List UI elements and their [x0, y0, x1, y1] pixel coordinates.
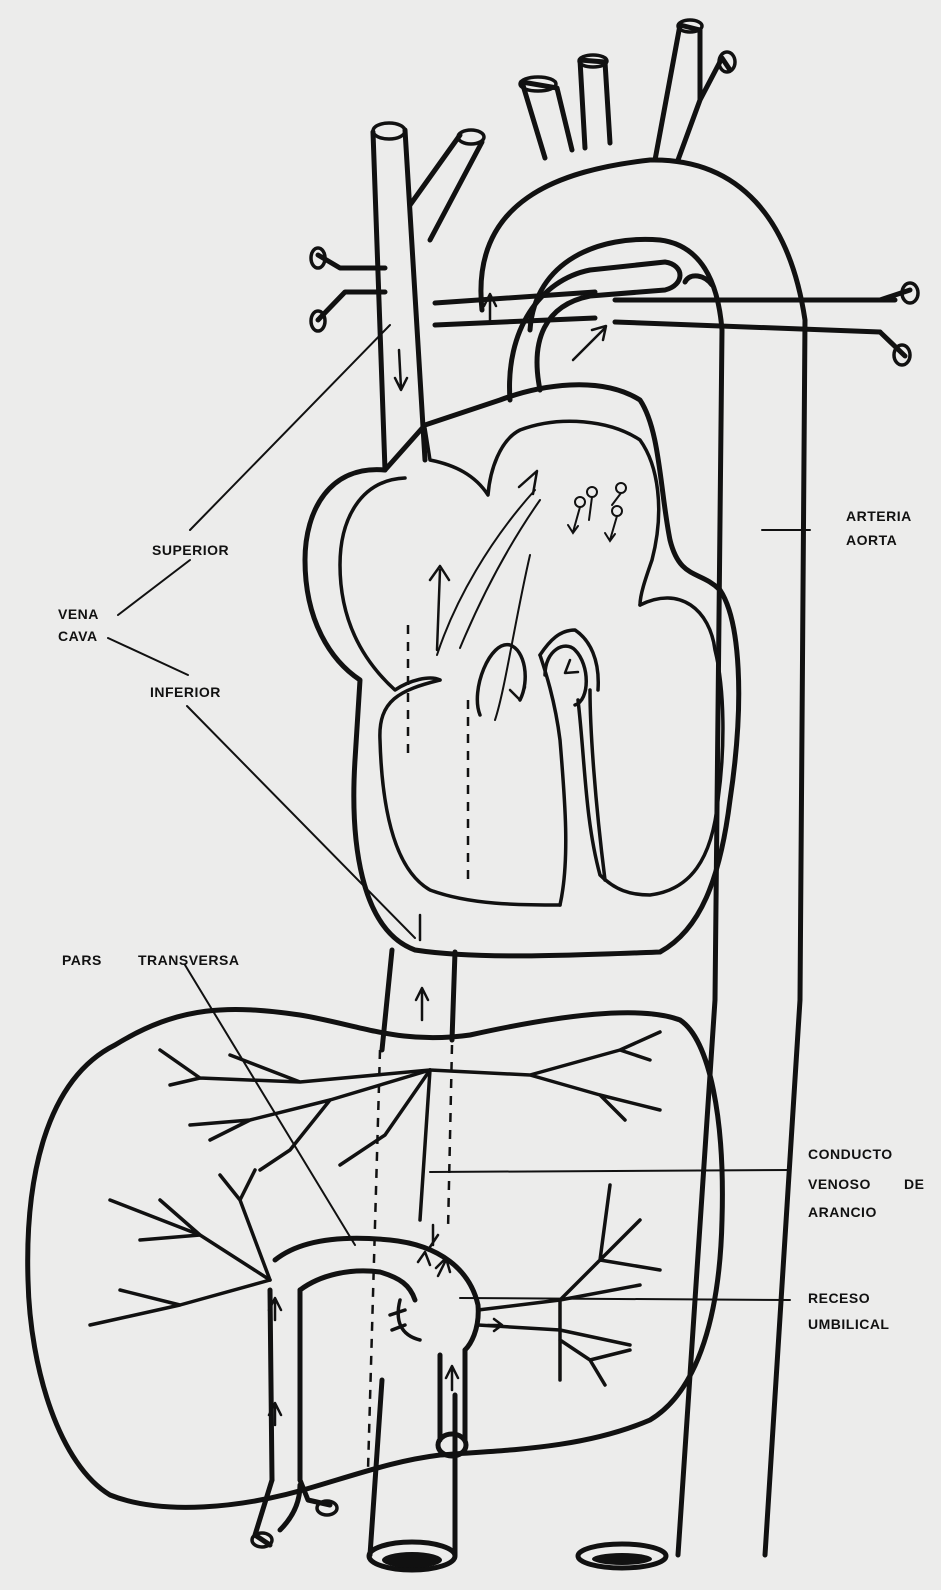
label-cava: CAVA: [58, 622, 98, 650]
label-transversa: TRANSVERSA: [138, 946, 239, 974]
label-receso: RECESO: [808, 1284, 870, 1312]
label-superior: SUPERIOR: [152, 536, 229, 564]
ivc-lumen: [382, 1552, 442, 1568]
pulmonary-artery: [435, 262, 918, 400]
label-umbilical: UMBILICAL: [808, 1310, 890, 1338]
superior-vena-cava: [373, 123, 484, 470]
descending-aorta: [481, 160, 805, 1568]
label-conducto: CONDUCTO: [808, 1140, 893, 1168]
label-venoso: VENOSO: [808, 1170, 871, 1198]
label-aorta: AORTA: [846, 526, 897, 554]
left-pulmonary-branch: [311, 248, 385, 331]
umbilical-portal-system: [252, 1225, 640, 1547]
aortic-arch-branches: [520, 20, 735, 160]
label-pars: PARS: [62, 946, 102, 974]
label-inferior: INFERIOR: [150, 678, 221, 706]
label-arancio: ARANCIO: [808, 1198, 877, 1226]
label-de: DE: [904, 1170, 924, 1198]
heart: [305, 385, 739, 956]
aorta-lumen: [592, 1553, 652, 1565]
heart-interior: [430, 294, 626, 720]
